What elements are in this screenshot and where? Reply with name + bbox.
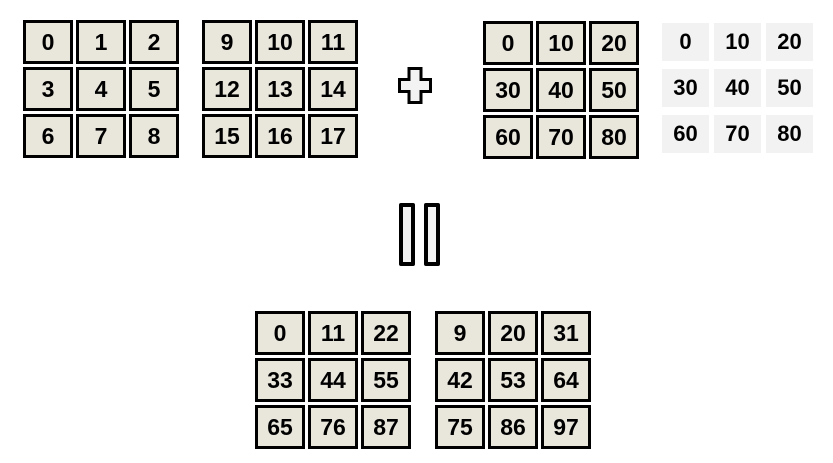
grid-cell: 11	[308, 311, 358, 355]
grid-cell: 0	[23, 20, 73, 64]
grid-cell: 50	[766, 69, 813, 107]
grid-cell: 4	[76, 67, 126, 111]
grid-cell: 0	[662, 23, 709, 61]
grid-cell: 40	[536, 68, 586, 112]
grid-cell: 50	[589, 68, 639, 112]
grid-cell: 65	[255, 405, 305, 449]
grid-cell: 44	[308, 358, 358, 402]
grid-cell: 6	[23, 114, 73, 158]
grid-cell: 60	[483, 115, 533, 159]
grid-cell: 53	[488, 358, 538, 402]
grid-cell: 14	[308, 67, 358, 111]
grid-cell: 13	[255, 67, 305, 111]
grid-cell: 2	[129, 20, 179, 64]
equals-bar	[424, 203, 440, 266]
grid-cell: 30	[662, 69, 709, 107]
grid-cell: 5	[129, 67, 179, 111]
grid-cell: 60	[662, 115, 709, 153]
grid-cell: 11	[308, 20, 358, 64]
grid-cell: 10	[714, 23, 761, 61]
grid-cell: 0	[483, 21, 533, 65]
grid-cell: 3	[23, 67, 73, 111]
grid-cell: 80	[589, 115, 639, 159]
grid-cell: 86	[488, 405, 538, 449]
grid-cell: 15	[202, 114, 252, 158]
grid-cell: 7	[76, 114, 126, 158]
grid-cell: 75	[435, 405, 485, 449]
grid-cell: 10	[536, 21, 586, 65]
grid-cell: 80	[766, 115, 813, 153]
grid-cell: 9	[202, 20, 252, 64]
grid-cell: 42	[435, 358, 485, 402]
grid-cell: 97	[541, 405, 591, 449]
grid-cell: 33	[255, 358, 305, 402]
grid-cell: 31	[541, 311, 591, 355]
plus-icon	[398, 67, 432, 104]
grid-cell: 55	[361, 358, 411, 402]
grid-cell: 0	[255, 311, 305, 355]
grid-cell: 8	[129, 114, 179, 158]
grid-cell: 16	[255, 114, 305, 158]
grid-cell: 70	[536, 115, 586, 159]
equals-icon	[399, 203, 440, 266]
grid-cell: 17	[308, 114, 358, 158]
grid-cell: 30	[483, 68, 533, 112]
grid-cell: 9	[435, 311, 485, 355]
grid-cell: 12	[202, 67, 252, 111]
grid-cell: 87	[361, 405, 411, 449]
grid-cell: 76	[308, 405, 358, 449]
grid-cell: 10	[255, 20, 305, 64]
equals-bar	[399, 203, 415, 266]
grid-cell: 64	[541, 358, 591, 402]
grid-cell: 70	[714, 115, 761, 153]
grid-cell: 20	[766, 23, 813, 61]
grid-cell: 22	[361, 311, 411, 355]
grid-cell: 1	[76, 20, 126, 64]
grid-cell: 40	[714, 69, 761, 107]
grid-cell: 20	[589, 21, 639, 65]
grid-cell: 20	[488, 311, 538, 355]
